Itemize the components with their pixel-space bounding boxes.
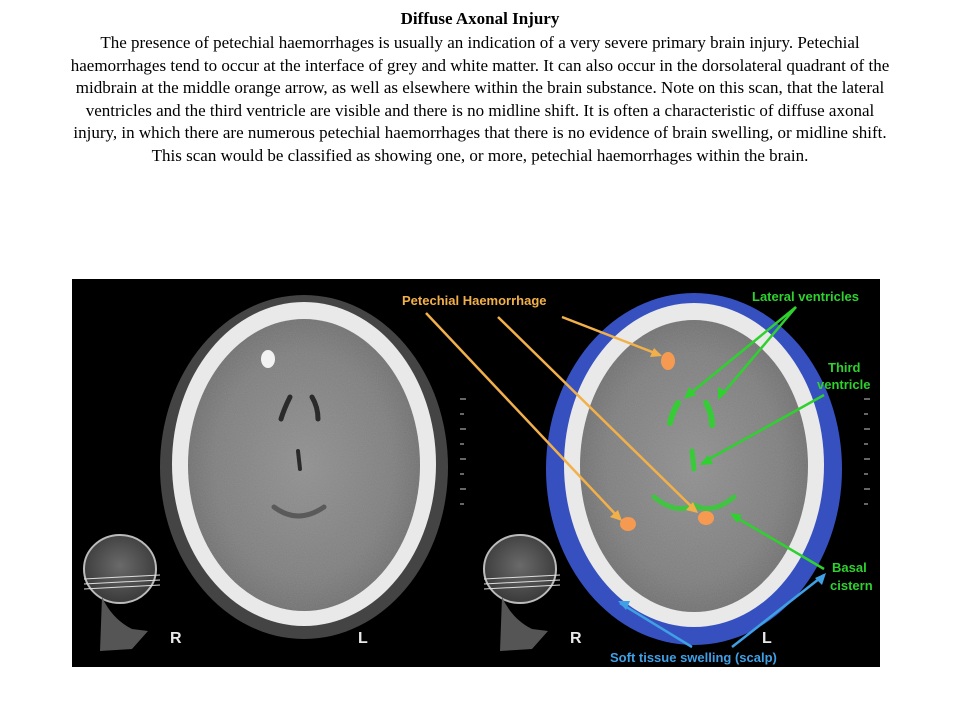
lateral-ventricle-arrows xyxy=(685,306,797,398)
soft-tissue-arrows xyxy=(619,574,825,649)
label-basal-cistern-line1: Basal xyxy=(832,560,867,575)
left-side-right-marker: R xyxy=(170,630,182,647)
lateral-ventricle-arrowheads xyxy=(684,387,727,400)
right-haemorrhage-spot-midbrain xyxy=(698,511,714,525)
right-scout-image xyxy=(483,534,561,651)
right-side-right-marker: R xyxy=(570,630,582,647)
label-third-ventricle-line1: Third xyxy=(828,360,861,375)
right-lateral-ventricle-right-overlay xyxy=(703,400,715,428)
right-haemorrhage-spot-frontal xyxy=(661,352,675,370)
right-ct-scan: R L xyxy=(402,289,873,665)
label-third-ventricle-line2: ventricle xyxy=(817,377,870,392)
ct-scan-figure: R L xyxy=(72,279,880,667)
left-petechial-spot xyxy=(261,350,275,368)
petechial-arrows xyxy=(425,312,697,520)
slide-title: Diffuse Axonal Injury xyxy=(400,9,560,28)
right-third-ventricle-overlay xyxy=(689,448,697,472)
label-basal-cistern-line2: cistern xyxy=(830,578,873,593)
left-lateral-ventricle-left xyxy=(278,394,293,422)
label-petechial-haemorrhage: Petechial Haemorrhage xyxy=(402,293,547,308)
soft-tissue-arrowheads xyxy=(618,573,826,610)
right-haemorrhage-spot-occipital xyxy=(620,517,636,531)
basal-cistern-arrowhead xyxy=(730,513,742,523)
ct-scan-svg: R L xyxy=(83,289,873,665)
slide-body-text: The presence of petechial haemorrhages i… xyxy=(70,33,890,165)
third-ventricle-arrowhead xyxy=(700,455,713,465)
right-side-left-marker: L xyxy=(762,630,772,647)
left-scale-ticks xyxy=(460,398,466,505)
left-third-ventricle xyxy=(296,449,302,471)
label-lateral-ventricles: Lateral ventricles xyxy=(752,289,859,304)
left-side-left-marker: L xyxy=(358,630,368,647)
right-lateral-ventricle-left-overlay xyxy=(667,400,681,426)
left-scout-image xyxy=(83,534,161,651)
label-soft-tissue-swelling: Soft tissue swelling (scalp) xyxy=(610,650,777,665)
left-basal-cistern xyxy=(271,504,327,519)
basal-cistern-arrow xyxy=(731,513,825,571)
right-scale-ticks xyxy=(864,398,870,505)
left-lateral-ventricle-right xyxy=(309,394,321,422)
petechial-arrowheads xyxy=(610,348,698,521)
left-ct-scan: R L xyxy=(83,295,466,651)
third-ventricle-arrow xyxy=(701,393,825,465)
